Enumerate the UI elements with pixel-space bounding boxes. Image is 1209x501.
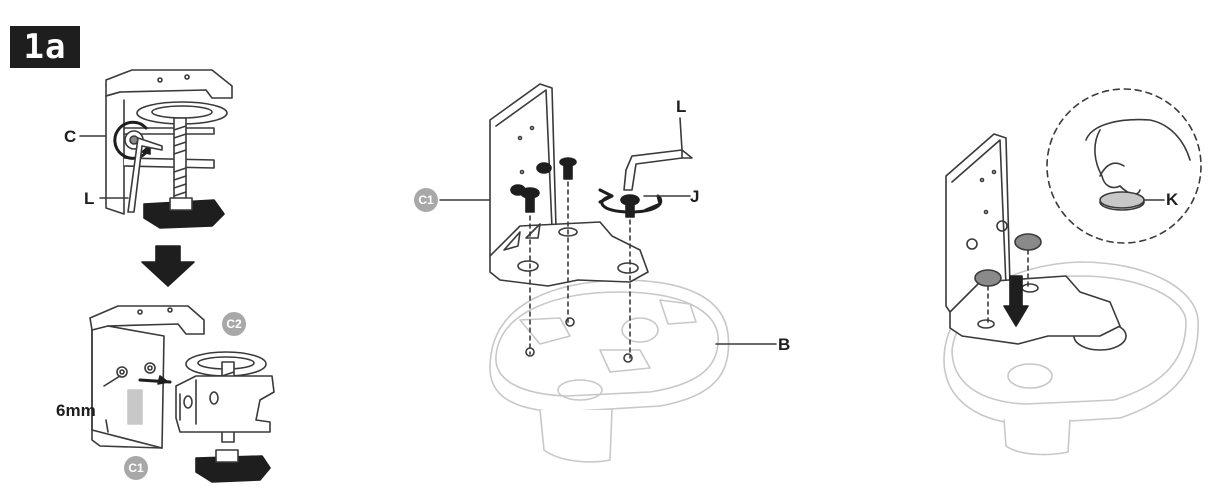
label-allen-key-center: L [676, 97, 687, 116]
step-number-badge: 1a [10, 26, 80, 68]
clamp-exploded [89, 305, 275, 483]
label-base: B [778, 335, 791, 354]
label-pad: K [1166, 190, 1179, 209]
clamp-assembled [105, 69, 233, 229]
label-allen-key: L [84, 189, 95, 208]
bracket-on-base [489, 83, 730, 463]
badge-c2: C2 [222, 312, 246, 336]
label-screw: J [690, 187, 700, 206]
badge-c1-center: C1 [414, 188, 438, 212]
label-allen-size: 6mm [56, 401, 96, 420]
down-arrow-icon [141, 245, 195, 287]
badge-c1-left: C1 [124, 456, 148, 480]
bracket-with-pads [943, 88, 1202, 456]
down-arrow-icon [1003, 275, 1029, 327]
label-clamp: C [64, 127, 77, 146]
